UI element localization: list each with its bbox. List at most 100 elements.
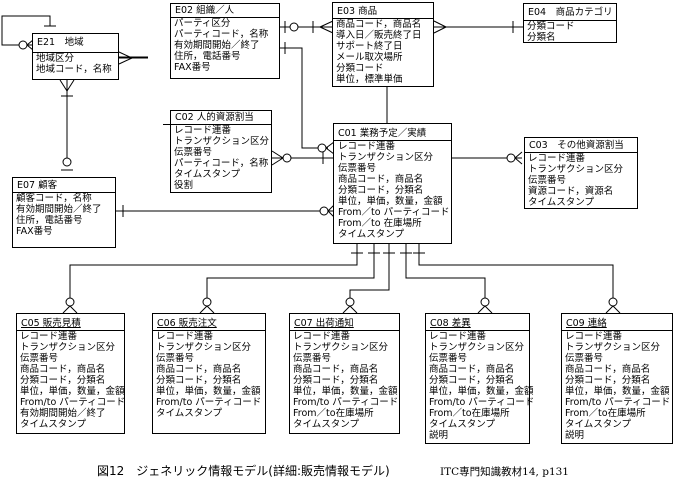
attribute: パーティ区分	[174, 18, 231, 29]
attribute: 分類コード	[336, 63, 384, 74]
divider	[171, 17, 279, 18]
attribute: 商品コード，商品名	[429, 364, 515, 375]
entity-title: C07 出荷通知	[294, 318, 354, 329]
attribute: 分類名	[527, 32, 556, 43]
attribute: レコード連番	[20, 331, 78, 342]
attribute: From／to パーティコード	[338, 207, 450, 218]
attribute: 単位，単価，数量，金額	[338, 196, 443, 207]
entity-c09[interactable]: C09 連絡 レコード連番 トランザクション区分 伝票番号 商品コード，商品名 …	[561, 313, 673, 444]
attribute: 単位，単価，数量，金額	[20, 386, 125, 397]
divider	[290, 330, 399, 331]
source-citation: ITC専門知識教材14, p131	[440, 466, 569, 478]
attribute: 役割	[174, 180, 194, 191]
divider	[426, 330, 529, 331]
attribute: パーティコード，名称	[174, 29, 269, 40]
attribute: トランザクション区分	[565, 342, 661, 353]
attribute: 説明	[565, 430, 585, 441]
attribute: レコード連番	[156, 331, 214, 342]
entity-c01[interactable]: C01 業務予定／実績 レコード連番 トランザクション区分 伝票番号 商品コード…	[333, 123, 452, 244]
entity-c02[interactable]: C02 人的資源割当 レコード連番 トランザクション区分 伝票番号 パーティコー…	[163, 110, 272, 193]
attribute: 地域コード，名称	[36, 64, 112, 75]
attribute-list: 地域区分 地域コード，名称	[33, 53, 118, 75]
attribute: 分類コード，分類名	[20, 375, 106, 386]
figure-caption: 図12 ジェネリック情報モデル(詳細:販売情報モデル)	[97, 464, 390, 478]
attribute: トランザクション区分	[429, 342, 525, 353]
entity-e21[interactable]: E21 地域 地域区分 地域コード，名称	[32, 33, 119, 80]
entity-c08[interactable]: C08 差異 レコード連番 トランザクション区分 伝票番号 商品コード，商品名 …	[425, 313, 534, 444]
attribute: 有効期間開始／終了	[20, 408, 106, 419]
attribute-list: パーティ区分 パーティコード，名称 有効期間開始／終了 住所，電話番号 FAX番…	[171, 18, 279, 73]
attribute: タイムスタンプ	[174, 169, 241, 180]
attribute-list: レコード連番 トランザクション区分 伝票番号 資源コード，資源名 タイムスタンプ	[525, 153, 637, 208]
attribute: From/to パーティコード	[20, 397, 126, 408]
entity-title: E07 顧客	[17, 180, 58, 191]
entity-c07[interactable]: C07 出荷通知 レコード連番 トランザクション区分 伝票番号 商品コード，商品…	[289, 313, 400, 434]
entity-title: C09 連絡	[566, 318, 607, 329]
attribute: パーティコード，名称	[174, 158, 269, 169]
attribute: 伝票番号	[293, 353, 332, 364]
attribute: 有効期間開始／終了	[16, 204, 102, 215]
entity-title: C06 販売注文	[157, 318, 217, 329]
attribute-list: レコード連番 トランザクション区分 伝票番号 商品コード，商品名 分類コード，分…	[562, 331, 672, 441]
divider	[562, 330, 672, 331]
attribute: レコード連番	[565, 331, 623, 342]
attribute: 伝票番号	[156, 353, 195, 364]
attribute: 商品コード，商品名	[565, 364, 651, 375]
attribute: 有効期間開始／終了	[174, 40, 260, 51]
attribute: トランザクション区分	[174, 136, 270, 147]
attribute: 商品コード，商品名	[156, 364, 242, 375]
attribute: FAX番号	[174, 62, 211, 73]
entity-title: C02 人的資源割当	[175, 112, 254, 123]
rel-c01-c07	[349, 244, 390, 298]
attribute-list: レコード連番 トランザクション区分 伝票番号 商品コード，商品名 分類コード，分…	[153, 331, 265, 419]
attribute: レコード連番	[429, 331, 487, 342]
attribute: タイムスタンプ	[156, 408, 223, 419]
entity-e03[interactable]: E03 商品 商品コード，商品名 導入日／販売終了日 サポート終了日 メール取次…	[332, 2, 434, 87]
attribute: 商品コード，商品名	[20, 364, 106, 375]
attribute: タイムスタンプ	[565, 419, 632, 430]
subtype-markers	[62, 297, 621, 314]
rel-c01-c09	[418, 244, 614, 298]
attribute: トランザクション区分	[528, 164, 624, 175]
attribute-list: レコード連番 トランザクション区分 伝票番号 商品コード，商品名 分類コード，分…	[17, 331, 126, 430]
rel-e21-self	[1, 15, 51, 46]
entity-e02[interactable]: E02 組織／人 パーティ区分 パーティコード，名称 有効期間開始／終了 住所，…	[170, 3, 280, 79]
rel-c01-c08	[405, 244, 486, 298]
divider	[17, 330, 124, 331]
attribute-list: レコード連番 トランザクション区分 伝票番号 パーティコード，名称 タイムスタン…	[171, 125, 271, 191]
entity-c05[interactable]: C05 販売見積 レコード連番 トランザクション区分 伝票番号 商品コード，商品…	[16, 313, 125, 434]
attribute: 分類コード，分類名	[156, 375, 242, 386]
attribute: 単位，単価，数量，金額	[565, 386, 670, 397]
attribute: 伝票番号	[174, 147, 213, 158]
entity-title: C05 販売見積	[21, 318, 81, 329]
attribute: From／to 在庫場所	[338, 218, 422, 229]
divider	[524, 20, 616, 21]
attribute: 地域区分	[36, 53, 75, 64]
entity-title: E03 商品	[337, 6, 378, 17]
entity-c03[interactable]: C03 その他資源割当 レコード連番 トランザクション区分 伝票番号 資源コード…	[524, 137, 638, 209]
entity-e04[interactable]: E04 商品カテゴリ 分類コード 分類名	[523, 3, 617, 43]
attribute: 住所，電話番号	[174, 51, 241, 62]
divider	[525, 152, 637, 153]
attribute: 伝票番号	[528, 175, 567, 186]
attribute: サポート終了日	[336, 41, 403, 52]
attribute: 単位，単価，数量，金額	[429, 386, 534, 397]
attribute: 住所，電話番号	[16, 215, 83, 226]
attribute: トランザクション区分	[293, 342, 389, 353]
attribute: メール取次場所	[336, 52, 403, 63]
attribute: 伝票番号	[565, 353, 604, 364]
entity-c06[interactable]: C06 販売注文 レコード連番 トランザクション区分 伝票番号 商品コード，商品…	[152, 313, 266, 434]
entity-e07[interactable]: E07 顧客 顧客コード，名称 有効期間開始／終了 住所，電話番号 FAX番号	[12, 177, 116, 248]
attribute: 分類コード，分類名	[429, 375, 515, 386]
attribute: レコード連番	[338, 141, 396, 152]
entity-title: C08 差異	[430, 318, 471, 329]
attribute-list: 分類コード 分類名	[524, 21, 616, 43]
attribute: タイムスタンプ	[528, 197, 595, 208]
attribute-list: レコード連番 トランザクション区分 伝票番号 商品コード，商品名 分類コード，分…	[334, 141, 451, 240]
attribute: 分類コード	[527, 21, 575, 32]
entity-title: E04 商品カテゴリ	[528, 7, 613, 18]
attribute: From/to パーティコード	[565, 397, 671, 408]
attribute: 伝票番号	[429, 353, 468, 364]
attribute: タイムスタンプ	[20, 419, 87, 430]
